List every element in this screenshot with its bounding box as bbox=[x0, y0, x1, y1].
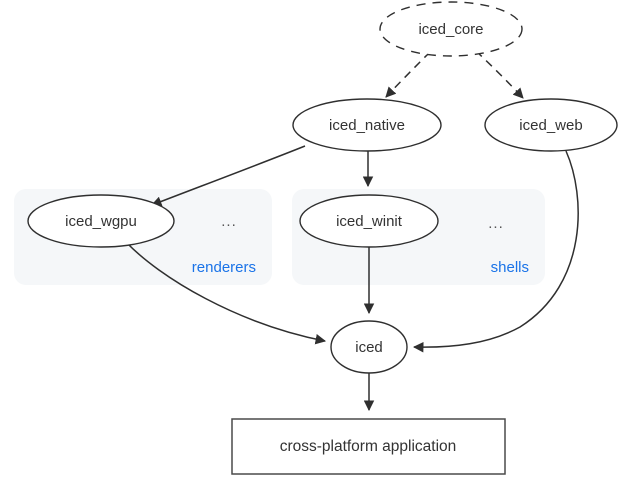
node-iced-core[interactable]: iced_core bbox=[379, 1, 523, 57]
node-iced-web-label: iced_web bbox=[519, 117, 582, 134]
node-iced-winit[interactable]: iced_winit bbox=[299, 194, 439, 248]
node-iced-core-label: iced_core bbox=[418, 21, 483, 38]
edges-layer bbox=[124, 50, 579, 412]
node-iced-wgpu-label: iced_wgpu bbox=[65, 213, 137, 230]
edge-iced-core-to-iced-native bbox=[385, 51, 431, 98]
edge-iced-native-to-iced-wgpu bbox=[151, 145, 306, 207]
node-iced[interactable]: iced bbox=[330, 320, 408, 374]
node-iced-shape[interactable] bbox=[330, 320, 408, 374]
node-application-label: cross-platform application bbox=[280, 438, 457, 455]
node-iced-native-shape[interactable] bbox=[292, 98, 442, 152]
node-iced-native-label: iced_native bbox=[329, 117, 405, 134]
edge-iced-wgpu-to-iced bbox=[124, 240, 327, 345]
node-application-shape[interactable] bbox=[231, 418, 506, 475]
cluster-shells-label: shells bbox=[491, 259, 529, 276]
node-iced-winit-label: iced_winit bbox=[336, 213, 403, 230]
node-iced-wgpu-shape[interactable] bbox=[27, 194, 175, 248]
node-iced-core-shape[interactable] bbox=[379, 1, 523, 57]
node-iced-web[interactable]: iced_web bbox=[484, 98, 618, 152]
node-iced-native[interactable]: iced_native bbox=[292, 98, 442, 152]
edge-iced-web-to-iced bbox=[412, 150, 579, 353]
renderers-more-ellipsis-icon: ... bbox=[221, 213, 237, 230]
cluster-renderers-label: renderers bbox=[192, 259, 256, 276]
node-iced-winit-shape[interactable] bbox=[299, 194, 439, 248]
node-iced-wgpu[interactable]: iced_wgpu bbox=[27, 194, 175, 248]
node-application[interactable]: cross-platform application bbox=[231, 418, 506, 475]
node-iced-label: iced bbox=[355, 339, 383, 356]
shells-more-ellipsis-icon: ... bbox=[488, 215, 504, 232]
edge-iced-core-to-iced-web bbox=[475, 50, 524, 99]
node-iced-web-shape[interactable] bbox=[484, 98, 618, 152]
